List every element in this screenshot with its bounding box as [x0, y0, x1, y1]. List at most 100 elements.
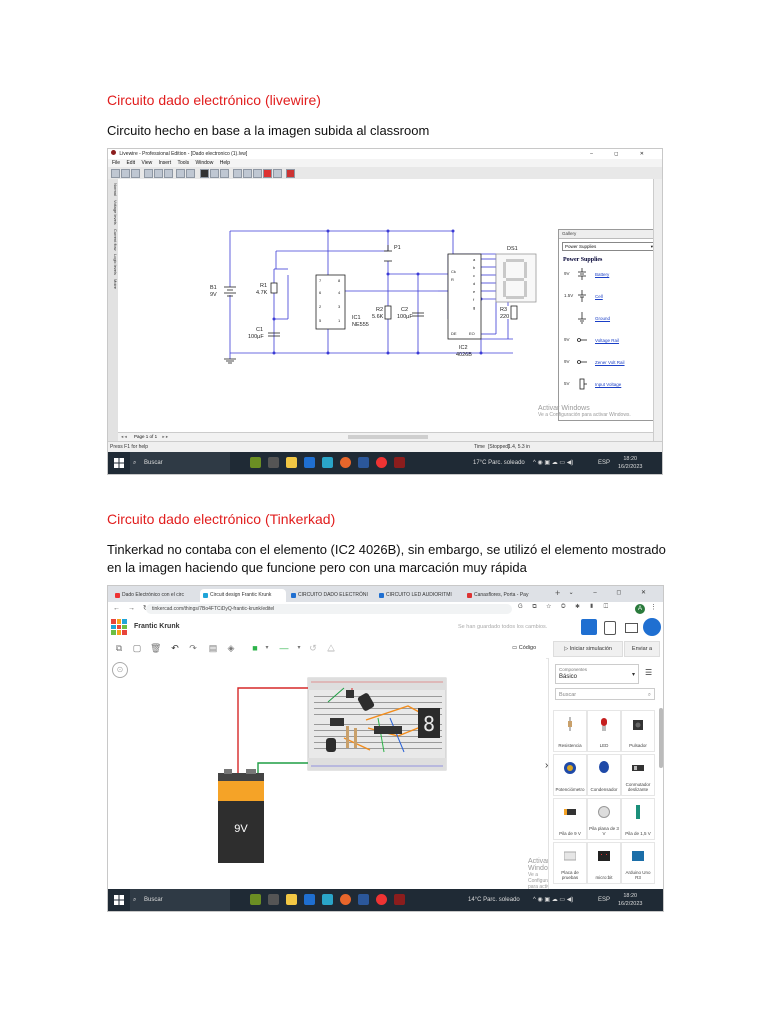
pause-icon[interactable]: [210, 169, 219, 178]
start-simulation-button[interactable]: ▷ Iniciar simulación: [553, 641, 623, 657]
delete-icon[interactable]: 🗑: [150, 643, 162, 653]
browser-tab[interactable]: CIRCUITO DADO ELECTRÓNI: [288, 589, 374, 602]
list-view-icon[interactable]: ☰: [645, 668, 653, 677]
word-icon[interactable]: [358, 894, 369, 905]
open-file-icon[interactable]: [121, 169, 130, 178]
store-icon[interactable]: [304, 894, 315, 905]
horizontal-scrollbar[interactable]: [348, 435, 428, 439]
select-icon[interactable]: [233, 169, 242, 178]
panel-collapse-icon[interactable]: ›: [545, 760, 549, 771]
task-view-icon[interactable]: [268, 894, 279, 905]
tray-weather[interactable]: 17°C Parc. soleado: [473, 460, 525, 466]
firefox-icon[interactable]: [340, 457, 351, 468]
file-explorer-icon[interactable]: [286, 894, 297, 905]
paste-icon[interactable]: [164, 169, 173, 178]
side-tab-voltage[interactable]: Voltage levels: [113, 199, 118, 225]
browser-menu-icon[interactable]: ⋮: [650, 604, 657, 611]
send-to-button[interactable]: Enviar a: [624, 641, 660, 657]
menu-edit[interactable]: Edit: [126, 160, 136, 166]
component-aa-battery[interactable]: Pila de 1,5 V: [621, 798, 655, 840]
redo-icon[interactable]: ↷: [189, 643, 197, 653]
page-nav-arrows[interactable]: ◂ ◂: [121, 434, 127, 439]
schematic-canvas[interactable]: B1 9V R1 4.7K C1 100µF 7 6 2 5 8 4 3 1 I…: [118, 179, 660, 441]
browser-tab-active[interactable]: Circuit design Frantic Krunk: [200, 589, 286, 602]
side-tab-logic[interactable]: Logic levels: [113, 254, 118, 276]
menu-window[interactable]: Window: [195, 160, 214, 166]
browser-tab[interactable]: Canasflores, Porta - Pay: [464, 589, 550, 602]
flip-icon[interactable]: ⧋: [326, 643, 336, 653]
gallery-item-input-voltage[interactable]: 5V Input Voltage: [559, 375, 659, 397]
component-coin-cell[interactable]: Pila plana de 3 V: [587, 798, 621, 840]
rotate-icon[interactable]: ↺: [309, 643, 317, 653]
firefox-icon[interactable]: [340, 894, 351, 905]
circuit-workplane[interactable]: ⊙: [108, 658, 559, 896]
task-view-icon[interactable]: [268, 457, 279, 468]
panel-scrollbar[interactable]: [659, 708, 663, 768]
new-tab-icon[interactable]: +: [555, 588, 561, 598]
new-file-icon[interactable]: [111, 169, 120, 178]
windows-start-icon[interactable]: [114, 895, 124, 905]
menu-file[interactable]: File: [112, 160, 121, 166]
word-icon[interactable]: [358, 457, 369, 468]
window-controls[interactable]: – ◻ ✕: [590, 151, 654, 157]
play-icon[interactable]: [200, 169, 209, 178]
gallery-item-cell[interactable]: 1.5V Cell: [559, 287, 659, 309]
tray-language[interactable]: ESP: [598, 897, 611, 903]
component-led[interactable]: LED: [587, 710, 621, 752]
schematic-view-icon[interactable]: [604, 621, 616, 635]
vertical-scrollbar[interactable]: [653, 179, 662, 441]
component-potentiometer[interactable]: Potenciómetro: [553, 754, 587, 796]
livewire-taskbar-icon[interactable]: [394, 894, 405, 905]
notes-icon[interactable]: ▤: [208, 643, 218, 653]
code-button[interactable]: ▭ Código: [512, 642, 536, 654]
side-tab-moire[interactable]: Moire: [113, 279, 118, 290]
menu-help[interactable]: Help: [219, 160, 230, 166]
menu-insert[interactable]: Insert: [158, 160, 172, 166]
gallery-item-battery[interactable]: 9V Battery: [559, 265, 659, 287]
user-avatar[interactable]: [643, 618, 661, 636]
page-next-arrows[interactable]: ▸ ▸: [162, 434, 169, 439]
component-breadboard[interactable]: Placa de pruebas: [553, 842, 587, 884]
taskbar-search[interactable]: ⌕ Buscar: [130, 889, 230, 911]
gallery-icon[interactable]: [286, 169, 295, 178]
undo-icon[interactable]: ↶: [171, 643, 179, 653]
component-arduino-uno[interactable]: Arduino Uno R3: [621, 842, 655, 884]
view-all-icon[interactable]: ◈: [227, 643, 235, 653]
url-input[interactable]: tinkercad.com/things/7Bo4FTCiDyQ-frantic…: [146, 604, 512, 614]
component-list-icon[interactable]: [625, 623, 638, 633]
component-9v-battery[interactable]: Pila de 9 V: [553, 798, 587, 840]
text-icon[interactable]: [273, 169, 282, 178]
gallery-category-select[interactable]: Power Supplies ▾: [562, 242, 656, 251]
side-tab-current[interactable]: Current flow: [113, 228, 118, 251]
menu-tools[interactable]: Tools: [177, 160, 190, 166]
stop-icon[interactable]: [220, 169, 229, 178]
wire-icon[interactable]: [243, 169, 252, 178]
windows-start-icon[interactable]: [114, 458, 124, 468]
components-search-input[interactable]: Buscar ⌕: [555, 688, 655, 700]
circuit-view-icon[interactable]: [581, 619, 597, 635]
design-name[interactable]: Frantic Krunk: [134, 623, 180, 630]
file-explorer-icon[interactable]: [286, 457, 297, 468]
taskbar-app-icon[interactable]: [250, 457, 261, 468]
browser-tab[interactable]: Dado Electrónico con el circ: [112, 589, 198, 602]
menu-view[interactable]: View: [141, 160, 153, 166]
components-category-select[interactable]: Componentes Básico ▾: [555, 664, 639, 684]
component-resistor[interactable]: Resistencia: [553, 710, 587, 752]
gallery-item-voltage-rail[interactable]: 9V Voltage Rail: [559, 331, 659, 353]
color-picker-icon[interactable]: ■: [252, 643, 258, 653]
tray-icons[interactable]: ^ ◉ ▣ ☁ ▭ ◀): [533, 897, 574, 903]
component-slide-switch[interactable]: Conmutador deslizante: [621, 754, 655, 796]
save-icon[interactable]: [131, 169, 140, 178]
nav-buttons[interactable]: ← → ↻: [113, 605, 152, 612]
zoom-fit-icon[interactable]: ⊙: [112, 662, 128, 678]
chrome-icon[interactable]: [376, 894, 387, 905]
undo-icon[interactable]: [176, 169, 185, 178]
store-icon[interactable]: [304, 457, 315, 468]
side-tab-normal[interactable]: Normal: [113, 183, 118, 196]
zoom-icon[interactable]: [253, 169, 262, 178]
tray-clock[interactable]: 18:20 16/2/2023: [618, 455, 642, 471]
edge-icon[interactable]: [322, 894, 333, 905]
cut-icon[interactable]: [144, 169, 153, 178]
tray-language[interactable]: ESP: [598, 460, 611, 466]
chevron-down-icon[interactable]: ▾: [297, 645, 301, 651]
